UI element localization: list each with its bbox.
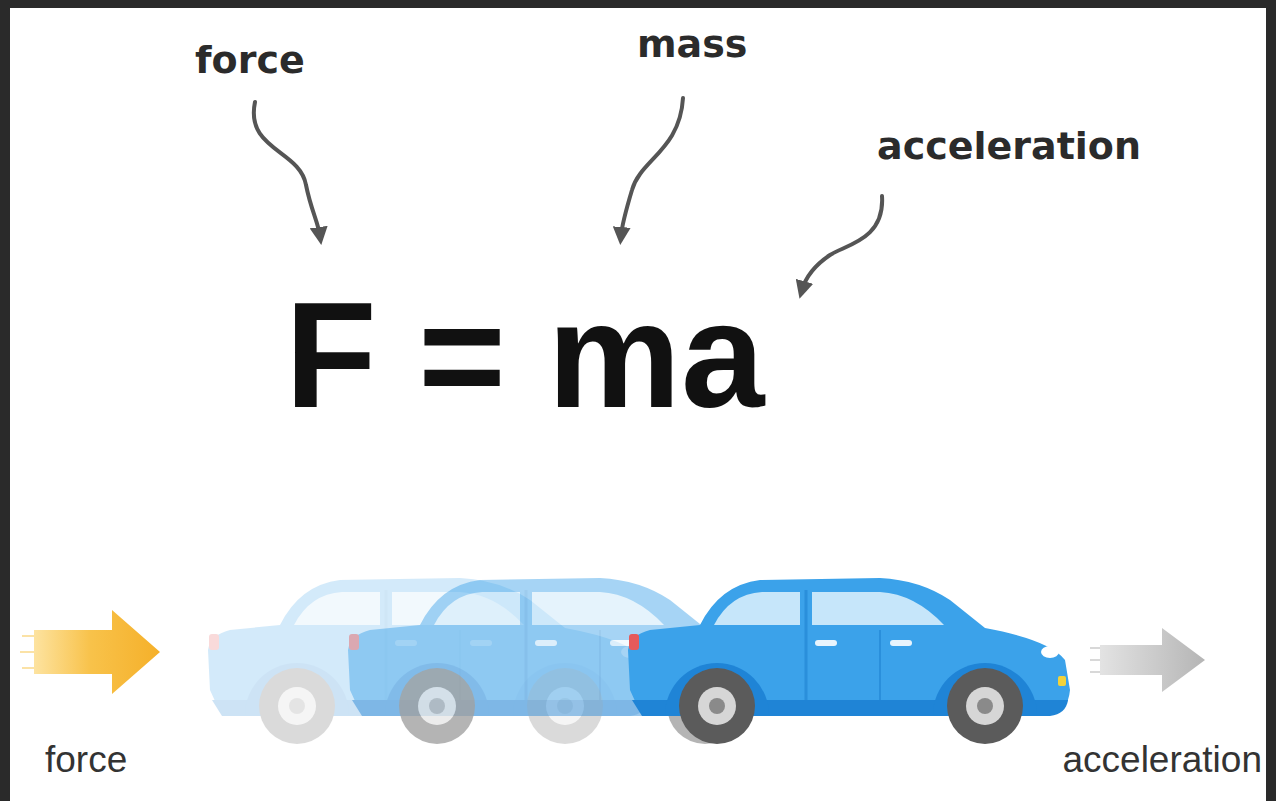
leader-arrow xyxy=(621,98,683,236)
term-label: acceleration xyxy=(877,124,1141,170)
leader-arrow xyxy=(802,196,882,290)
force-arrow xyxy=(20,610,160,694)
term-label: mass xyxy=(637,22,747,68)
acceleration-arrow xyxy=(1090,628,1205,692)
car xyxy=(628,578,1070,744)
leader-arrow xyxy=(254,102,320,236)
caption-label: force xyxy=(45,738,127,782)
formula: F = ma xyxy=(285,280,764,430)
term-label: force xyxy=(195,38,305,84)
caption-label: acceleration xyxy=(1062,738,1262,782)
